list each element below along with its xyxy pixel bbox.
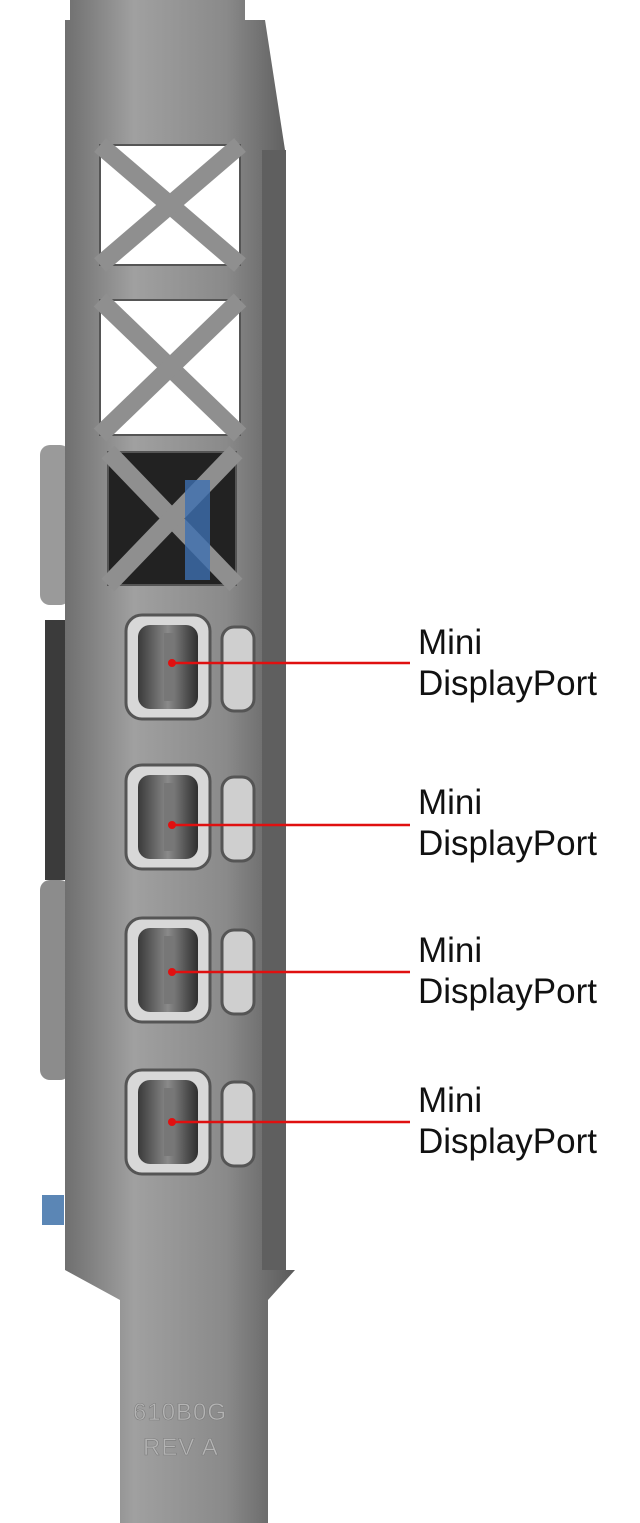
led-slot: [220, 625, 256, 713]
mini-displayport-connectors: [124, 613, 256, 1176]
callout-dot: [168, 659, 176, 667]
mini-displayport: [124, 916, 256, 1024]
led-slot: [220, 775, 256, 863]
side-connectors: [40, 445, 70, 1225]
callout-lines: [168, 659, 410, 1126]
vent-cutouts: [93, 138, 247, 592]
mini-displayport: [124, 763, 256, 871]
stamp-text: REV A: [143, 1434, 219, 1461]
mini-displayport: [124, 613, 256, 721]
stamp-text: 610B0G: [133, 1399, 227, 1426]
led-slot: [220, 1080, 256, 1168]
callout-dot: [168, 968, 176, 976]
callout-dot: [168, 821, 176, 829]
callout-dot: [168, 1118, 176, 1126]
